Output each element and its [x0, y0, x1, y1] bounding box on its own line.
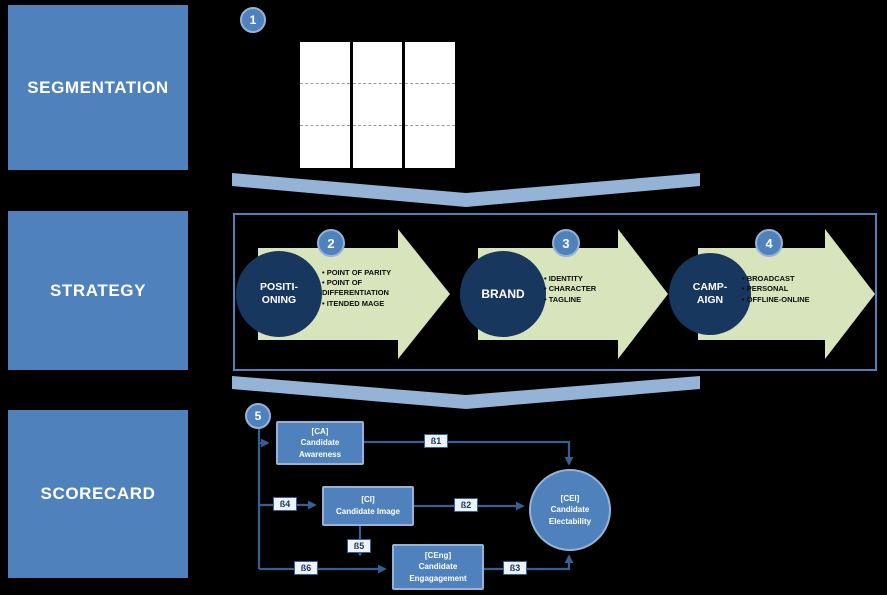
beta-2-label: ß2	[454, 498, 478, 512]
down-chevron-1	[232, 173, 700, 207]
grid-cell	[405, 126, 455, 168]
step-3-badge: 3	[552, 229, 580, 257]
bullet-item: TAGLINE	[544, 295, 632, 304]
beta-3-label: ß3	[503, 561, 527, 575]
bullet-item: POINT OF DIFFERENTIATION	[322, 278, 406, 297]
bullet-item: BROADCAST	[742, 274, 834, 283]
bullet-item: ITENDED MAGE	[322, 299, 406, 308]
connector-awareness-to-electability	[362, 440, 574, 466]
grid-cell	[405, 42, 455, 84]
strategy-panel	[233, 213, 877, 371]
candidate-electability-node: [CEI] Candidate Electability	[529, 469, 611, 551]
candidate-image-node: [CI] Candidate Image	[322, 486, 414, 526]
grid-cell	[300, 84, 350, 126]
strategy-row-label: STRATEGY	[8, 211, 188, 370]
candidate-awareness-node: [CA] Candidate Awareness	[276, 421, 364, 465]
grid-cell	[405, 84, 455, 126]
beta-1-label: ß1	[424, 434, 448, 448]
down-chevron-2	[232, 376, 700, 409]
step-4-badge: 4	[755, 229, 783, 257]
beta-6-label: ß6	[294, 561, 318, 575]
campaign-circle: CAMP- AIGN	[669, 253, 751, 335]
beta-4-label: ß4	[273, 497, 297, 511]
step-1-badge: 1	[240, 7, 266, 33]
step-2-badge: 2	[317, 229, 345, 257]
brand-circle: BRAND	[460, 251, 546, 337]
bullet-item: IDENTITY	[544, 274, 632, 283]
grid-cell	[352, 84, 403, 126]
process-arrow-campaign	[698, 229, 875, 359]
grid-cell	[352, 42, 403, 84]
campaign-bullets: BROADCAST PERSONAL OFFLINE-ONLINE	[742, 272, 834, 306]
bullet-item: OFFLINE-ONLINE	[742, 295, 834, 304]
grid-cell	[300, 126, 350, 168]
bullet-item: PERSONAL	[742, 284, 834, 293]
step-5-badge: 5	[245, 403, 271, 429]
brand-bullets: IDENTITY CHARACTER TAGLINE	[544, 272, 632, 306]
grid-cell	[300, 42, 350, 84]
segmentation-row-label: SEGMENTATION	[8, 5, 188, 170]
grid-cell	[352, 126, 403, 168]
segmentation-grid	[300, 42, 455, 168]
positioning-bullets: POINT OF PARITY POINT OF DIFFERENTIATION…	[322, 266, 406, 310]
beta-5-label: ß5	[347, 539, 371, 553]
scorecard-row-label: SCORECARD	[8, 410, 188, 578]
bullet-item: POINT OF PARITY	[322, 268, 406, 277]
positioning-circle: POSITI- ONING	[236, 251, 322, 337]
candidate-engagement-node: [CEng] Candidate Engagagement	[392, 544, 484, 590]
bullet-item: CHARACTER	[544, 284, 632, 293]
